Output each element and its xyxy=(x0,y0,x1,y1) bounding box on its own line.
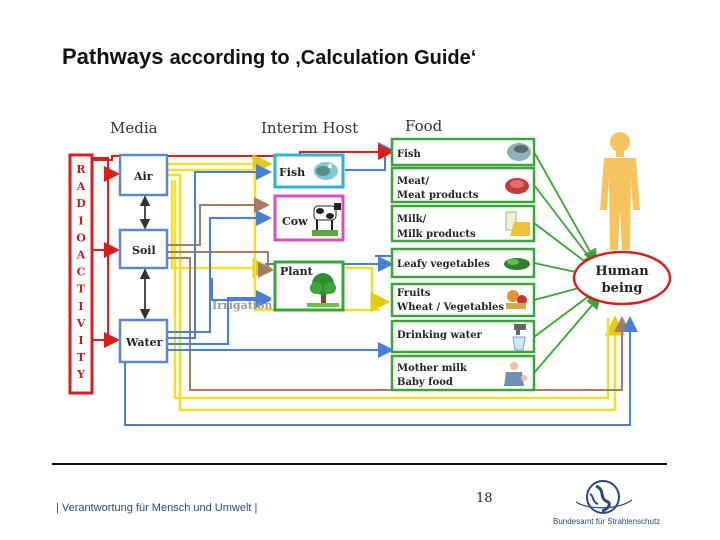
radioactivity-letter: O xyxy=(76,231,86,244)
fish-dish-icon xyxy=(507,143,531,161)
food-fruits-line1: Fruits xyxy=(397,288,431,299)
food-meat-line1: Meat/ xyxy=(397,176,430,187)
media-soil-label: Soil xyxy=(132,244,156,257)
radioactivity-bar xyxy=(68,153,94,395)
food-fish-label: Fish xyxy=(397,149,422,160)
radioactivity-letter: I xyxy=(78,214,83,227)
food-leafy-label: Leafy vegetables xyxy=(397,259,490,270)
media-boxes: Air Soil Water xyxy=(118,153,169,364)
media-air-label: Air xyxy=(133,170,153,183)
fish-icon xyxy=(314,162,338,180)
footer-tagline: | Verantwortung für Mensch und Umwelt | xyxy=(56,502,258,514)
radioactivity-letter: A xyxy=(76,180,86,193)
irrigation-label: Irrigation xyxy=(212,299,272,312)
radioactivity-letter: T xyxy=(77,283,86,296)
cow-icon xyxy=(312,203,341,236)
header-interim-host: Interim Host xyxy=(261,119,358,137)
media-soil-box xyxy=(118,228,169,270)
radioactivity-letter: A xyxy=(76,249,86,262)
food-meat-line2: Meat products xyxy=(397,190,479,201)
radioactivity-letter: I xyxy=(78,300,83,313)
human-being-node xyxy=(572,250,672,306)
slide-title: Pathways according to ‚Calculation Guide… xyxy=(62,44,476,70)
human-being-line2: being xyxy=(602,281,643,296)
footer-org-name: Bundesamt für Strahlenschutz xyxy=(553,517,661,526)
food-mothermilk-line1: Mother milk xyxy=(397,363,468,374)
food-water-label: Drinking water xyxy=(397,330,483,341)
header-media: Media xyxy=(110,119,158,137)
mother-baby-icon xyxy=(504,362,527,386)
fruits-icon xyxy=(506,290,527,309)
red-flows xyxy=(92,151,380,348)
radioactivity-letter: C xyxy=(77,266,86,279)
header-food: Food xyxy=(405,117,443,135)
radioactivity-letter: V xyxy=(76,317,86,330)
food-milk-line1: Milk/ xyxy=(397,214,427,225)
blue-flows xyxy=(124,142,638,426)
meat-icon xyxy=(505,178,529,194)
water-tap-icon xyxy=(512,324,526,351)
bfs-globe-logo-icon xyxy=(575,480,633,514)
interim-host-boxes: Fish Cow Plant xyxy=(273,153,345,312)
title-rest: according to ‚Calculation Guide‘ xyxy=(169,47,477,69)
radioactivity-letter: D xyxy=(76,197,86,210)
lettuce-icon xyxy=(504,258,530,270)
title-bold: Pathways xyxy=(62,44,164,69)
radioactivity-letter: Y xyxy=(76,368,85,381)
tree-icon xyxy=(307,273,339,307)
human-figure-icon xyxy=(600,132,640,250)
radioactivity-letter: T xyxy=(77,351,86,364)
dairy-icon xyxy=(505,211,530,236)
page-number: 18 xyxy=(476,491,493,506)
brown-flows xyxy=(167,197,630,391)
radioactivity-letter: R xyxy=(76,163,86,176)
human-being-line1: Human xyxy=(595,264,649,279)
media-air-box xyxy=(118,153,169,197)
host-fish-label: Fish xyxy=(279,166,305,179)
food-mothermilk-line2: Baby food xyxy=(397,377,453,388)
media-water-box xyxy=(118,318,169,364)
food-fruits-line2: Wheat / Vegetables xyxy=(396,302,504,313)
host-plant-label: Plant xyxy=(280,265,314,278)
host-cow-label: Cow xyxy=(282,215,308,228)
radioactivity-letter: I xyxy=(78,334,83,347)
footer-divider xyxy=(52,463,667,465)
media-water-label: Water xyxy=(125,336,163,349)
food-boxes: Fish Meat/ Meat products Milk/ Milk prod… xyxy=(390,137,536,392)
food-milk-line2: Milk products xyxy=(397,229,476,240)
food-water-box xyxy=(390,319,536,354)
